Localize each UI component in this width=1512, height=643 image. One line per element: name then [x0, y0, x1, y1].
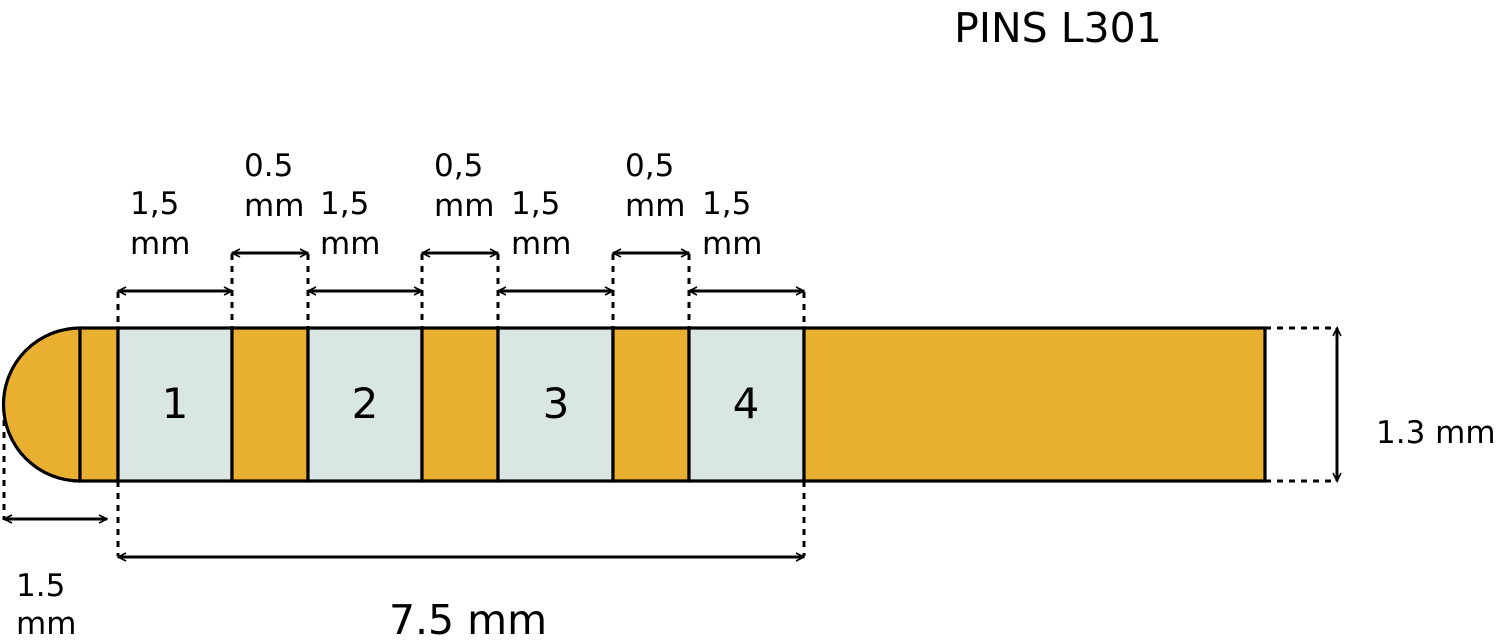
contact-length-unit: mm [702, 226, 762, 262]
contact-length-label: 1,5 [320, 186, 369, 222]
tip-length-label: 1.5 [16, 568, 65, 604]
spacing-label: 0,5 [625, 148, 674, 184]
lead-shaft [802, 326, 1267, 483]
spacing-unit: mm [434, 188, 494, 224]
contact-band-1 [116, 326, 234, 483]
contact-length-label: 1,5 [511, 186, 560, 222]
spacer-segment [230, 326, 310, 483]
rounded-tip [1, 326, 82, 483]
contact-length-unit: mm [511, 226, 571, 262]
contact-band-2 [306, 326, 424, 483]
contact-length-unit: mm [320, 226, 380, 262]
spacer-segment [611, 326, 691, 483]
spacing-unit: mm [625, 188, 685, 224]
spacing-unit: mm [244, 188, 304, 224]
diagram-title: PINS L301 [954, 4, 1162, 52]
spacing-label: 0,5 [434, 148, 483, 184]
tip-length-unit: mm [16, 606, 76, 642]
contact-length-label: 1,5 [702, 186, 751, 222]
contact-length-label: 1,5 [130, 186, 179, 222]
lead-body [1, 326, 1267, 483]
contact-label: 3 [543, 379, 570, 428]
dimension-arrows [4, 253, 1337, 557]
contact-label: 2 [352, 379, 379, 428]
lead-segment [78, 326, 120, 483]
array-length-label: 7.5 mm [389, 596, 547, 643]
contact-label: 4 [733, 379, 760, 428]
contact-length-unit: mm [130, 226, 190, 262]
spacing-label: 0.5 [244, 148, 293, 184]
spacer-segment [420, 326, 500, 483]
diameter-label: 1.3 mm [1376, 415, 1496, 451]
contact-band-3 [496, 326, 615, 483]
contact-label: 1 [162, 379, 189, 428]
